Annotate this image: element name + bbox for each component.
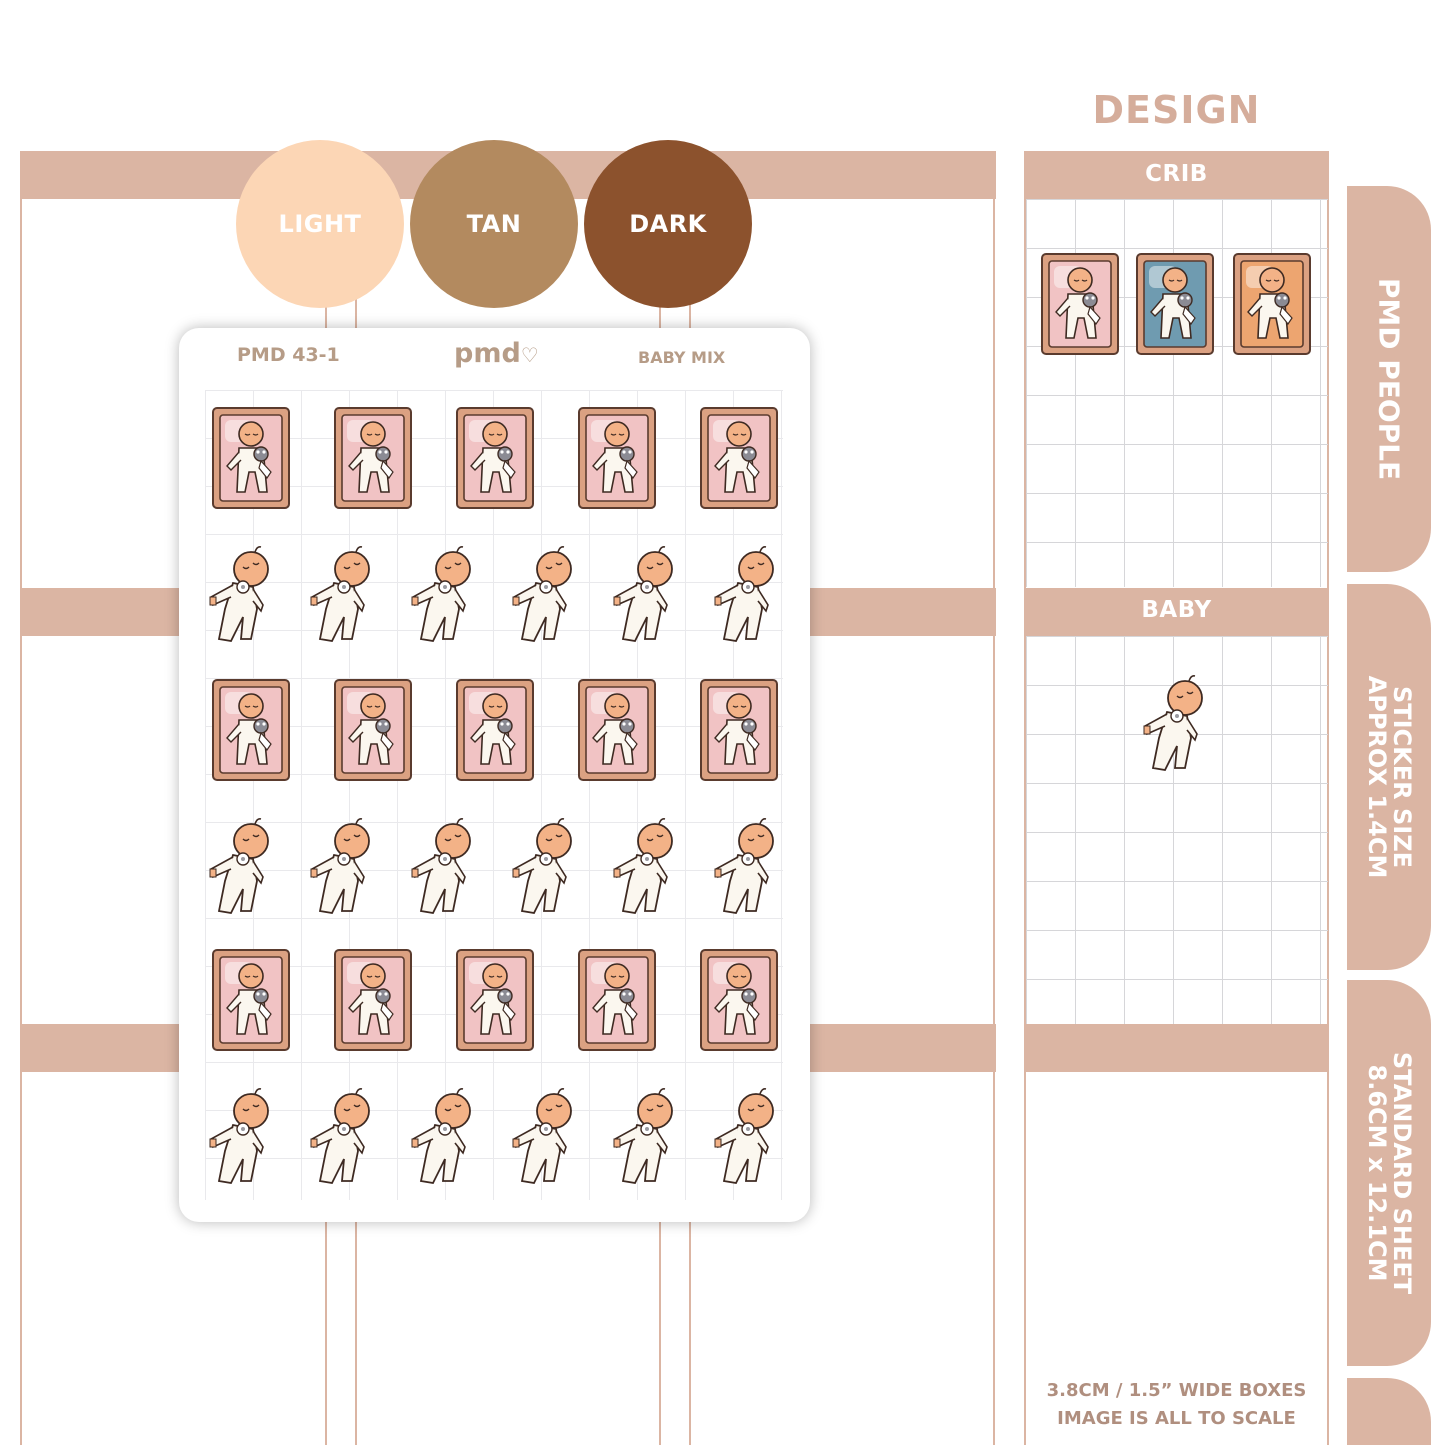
planner-column-line [993,151,995,1445]
baby-sticker [304,543,380,647]
baby-sticker [708,543,784,647]
crib-sticker [333,406,413,510]
baby-sticker [506,543,582,647]
tab-sticker-size-label: STICKER SIZE APPROX 1.4CM [1363,675,1417,879]
tab-pmd-people-label: PMD PEOPLE [1372,277,1406,481]
crib-panel-label: CRIB [1145,161,1208,187]
crib-sticker [455,678,535,782]
scale-note-line2: IMAGE IS ALL TO SCALE [1057,1408,1296,1429]
baby-sticker [607,1085,683,1189]
baby-sticker [607,815,683,919]
baby-sticker [708,815,784,919]
planner-column-line [20,151,22,1445]
crib-sticker [577,406,657,510]
crib-sticker-orange-preview [1232,252,1312,356]
crib-sticker [699,678,779,782]
crib-sticker-pink-preview [1040,252,1120,356]
crib-sticker [333,948,413,1052]
baby-sticker [203,1085,279,1189]
swatch-dark[interactable]: DARK [584,140,752,308]
crib-sticker [211,406,291,510]
baby-sticker [304,815,380,919]
sticker-sheet: PMD 43-1 pmd♡ BABY MIX [179,328,810,1222]
baby-sticker [506,815,582,919]
swatch-tan[interactable]: TAN [410,140,578,308]
tab-standard-sheet[interactable]: STANDARD SHEET 8.6CM x 12.1CM [1347,980,1431,1366]
sheet-code: PMD 43-1 [237,344,340,366]
baby-sticker [304,1085,380,1189]
tab-bottom[interactable] [1347,1378,1431,1445]
baby-sticker-preview [1137,672,1213,776]
brand-logo-text: pmd [454,338,521,369]
swatch-dark-label: DARK [629,210,707,238]
baby-sticker [607,543,683,647]
tab-standard-sheet-label: STANDARD SHEET 8.6CM x 12.1CM [1363,1051,1417,1295]
design-column-line [1024,151,1026,1445]
baby-sticker [405,1085,481,1189]
crib-sticker [211,678,291,782]
crib-sticker [333,678,413,782]
scale-note: 3.8CM / 1.5” WIDE BOXES IMAGE IS ALL TO … [1024,1377,1329,1433]
sticker-sheet-grid [205,390,783,1200]
tab-sticker-size-line1: STICKER SIZE [1388,685,1417,869]
sheet-name: BABY MIX [638,348,726,367]
heart-icon: ♡ [520,343,539,367]
crib-sticker [699,406,779,510]
crib-sticker [211,948,291,1052]
crib-sticker [455,406,535,510]
crib-sticker [699,948,779,1052]
design-column-line [1327,151,1329,1445]
tab-sticker-size-line2: APPROX 1.4CM [1363,675,1391,879]
baby-sticker [506,1085,582,1189]
crib-sticker [577,678,657,782]
baby-sticker [405,543,481,647]
crib-sticker [577,948,657,1052]
tab-standard-sheet-line2: 8.6CM x 12.1CM [1363,1064,1391,1282]
swatch-tan-label: TAN [466,210,522,238]
tab-standard-sheet-line1: STANDARD SHEET [1388,1051,1417,1295]
baby-panel-label: BABY [1141,597,1212,623]
crib-sticker-blue-preview [1135,252,1215,356]
design-title: DESIGN [1092,88,1261,132]
sheet-brand: pmd♡ [454,338,539,369]
tab-sticker-size[interactable]: STICKER SIZE APPROX 1.4CM [1347,584,1431,970]
tab-pmd-people[interactable]: PMD PEOPLE [1347,186,1431,572]
swatch-light-label: LIGHT [278,210,362,238]
baby-sticker [405,815,481,919]
baby-sticker [708,1085,784,1189]
sticker-grid [179,328,810,1222]
baby-sticker [203,815,279,919]
baby-sticker [203,543,279,647]
crib-sticker [455,948,535,1052]
scale-note-line1: 3.8CM / 1.5” WIDE BOXES [1046,1380,1307,1401]
crib-panel-header [1024,151,1329,199]
swatch-light[interactable]: LIGHT [236,140,404,308]
baby-panel-header [1024,588,1329,636]
blank-panel-header [1024,1024,1329,1072]
